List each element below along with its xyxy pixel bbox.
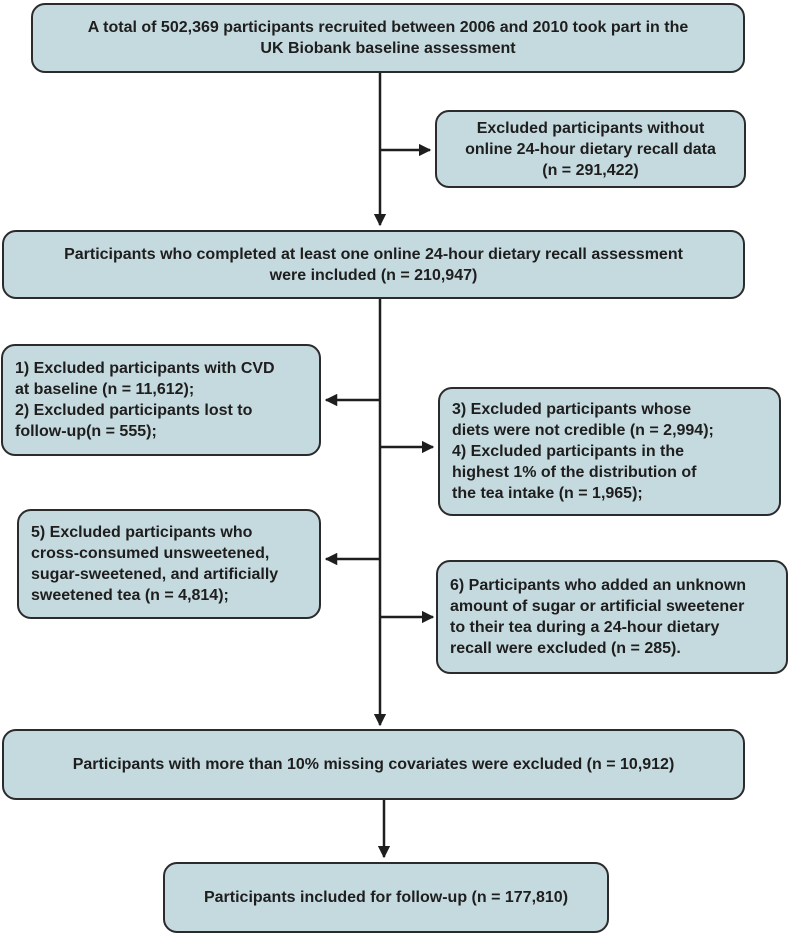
- excl-recall-line-2: online 24-hour dietary recall data: [465, 140, 716, 158]
- excl-unknown-box: 6) Participants who added an unknown amo…: [436, 560, 788, 674]
- excl-recall-line-1: Excluded participants without: [476, 119, 705, 137]
- excl-cross-line-1: 5) Excluded participants who: [31, 524, 253, 541]
- baseline-line-1: A total of 502,369 participants recruite…: [87, 19, 689, 36]
- excl-recall-box: Excluded participants without online 24-…: [435, 110, 746, 188]
- excl-covariates-line-1: Participants with more than 10% missing …: [72, 756, 675, 773]
- excl-diet-line-3: 4) Excluded participants in the: [452, 443, 685, 460]
- excl-diet-line-4: highest 1% of the distribution of: [452, 464, 697, 481]
- completed-line-2: were included (n = 210,947): [269, 266, 478, 284]
- excl-diet-line-2: diets were not credible (n = 2,994);: [452, 422, 714, 439]
- excl-diet-line-5: the tea intake (n = 1,965);: [452, 485, 643, 502]
- final-line-1: Participants included for follow-up (n =…: [203, 889, 569, 906]
- excl-unknown-line-3: to their tea during a 24-hour dietary: [450, 619, 720, 636]
- excl-cross-line-4: sweetened tea (n = 4,814);: [31, 587, 229, 604]
- excl-cross-line-3: sugar-sweetened, and artificially: [31, 566, 279, 583]
- excl-unknown-line-4: recall were excluded (n = 285).: [450, 640, 681, 657]
- final-box: Participants included for follow-up (n =…: [163, 862, 609, 933]
- excl-cvd-line-2: at baseline (n = 11,612);: [15, 381, 195, 398]
- completed-box: Participants who completed at least one …: [2, 230, 745, 299]
- excl-cross-line-2: cross-consumed unsweetened,: [31, 545, 270, 562]
- completed-line-1: Participants who completed at least one …: [64, 245, 683, 263]
- excl-cvd-line-1: 1) Excluded participants with CVD: [15, 360, 275, 377]
- excl-cross-box: 5) Excluded participants who cross-consu…: [17, 509, 321, 619]
- excl-covariates-box: Participants with more than 10% missing …: [2, 729, 745, 800]
- excl-cvd-line-4: follow-up(n = 555);: [15, 423, 157, 440]
- excl-diet-line-1: 3) Excluded participants whose: [452, 401, 692, 418]
- excl-recall-line-3: (n = 291,422): [542, 161, 639, 179]
- excl-cvd-box: 1) Excluded participants with CVD at bas…: [1, 344, 321, 456]
- baseline-line-2: UK Biobank baseline assessment: [260, 40, 516, 57]
- excl-unknown-line-2: amount of sugar or artificial sweetener: [450, 598, 745, 615]
- excl-unknown-line-1: 6) Participants who added an unknown: [450, 577, 747, 594]
- excl-cvd-line-3: 2) Excluded participants lost to: [15, 402, 253, 419]
- baseline-box: A total of 502,369 participants recruite…: [31, 3, 745, 73]
- excl-diet-box: 3) Excluded participants whose diets wer…: [438, 387, 781, 516]
